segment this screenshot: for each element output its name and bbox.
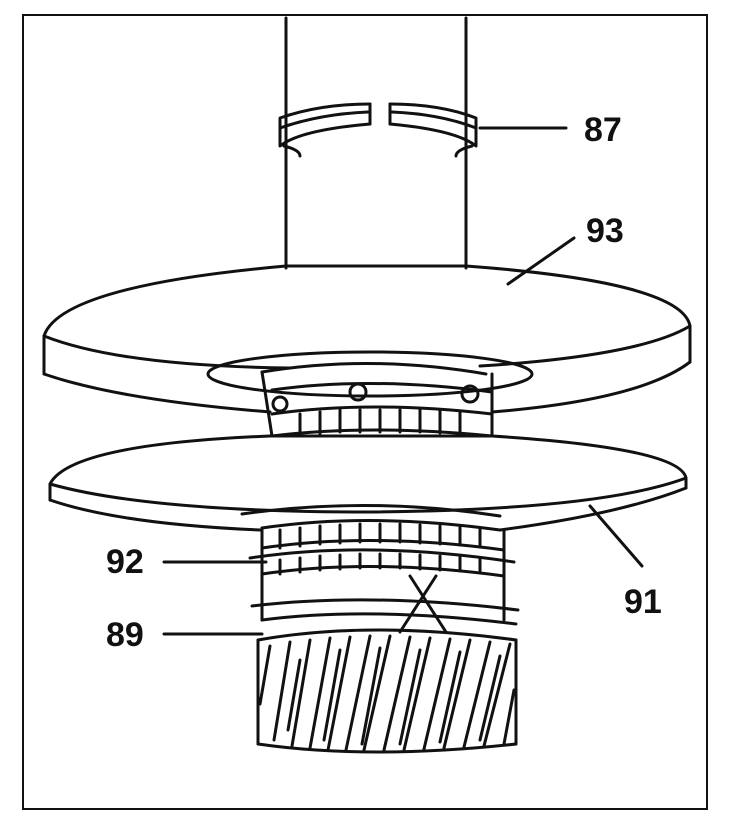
- helical-gear: [256, 628, 518, 754]
- callout-91: 91: [624, 583, 662, 621]
- snap-ring: [278, 102, 478, 158]
- bearing-hub: [260, 362, 494, 438]
- leader-93: [506, 236, 576, 286]
- callout-92: 92: [106, 543, 144, 581]
- callout-93: 93: [586, 212, 624, 250]
- upper-plate: [42, 264, 692, 414]
- callout-87: 87: [584, 111, 622, 149]
- gear-hub: [240, 503, 520, 634]
- leader-91: [588, 504, 644, 568]
- shaft: [284, 16, 468, 270]
- figure-frame: [22, 14, 708, 810]
- lower-plate: [48, 434, 688, 532]
- callout-89: 89: [106, 616, 144, 654]
